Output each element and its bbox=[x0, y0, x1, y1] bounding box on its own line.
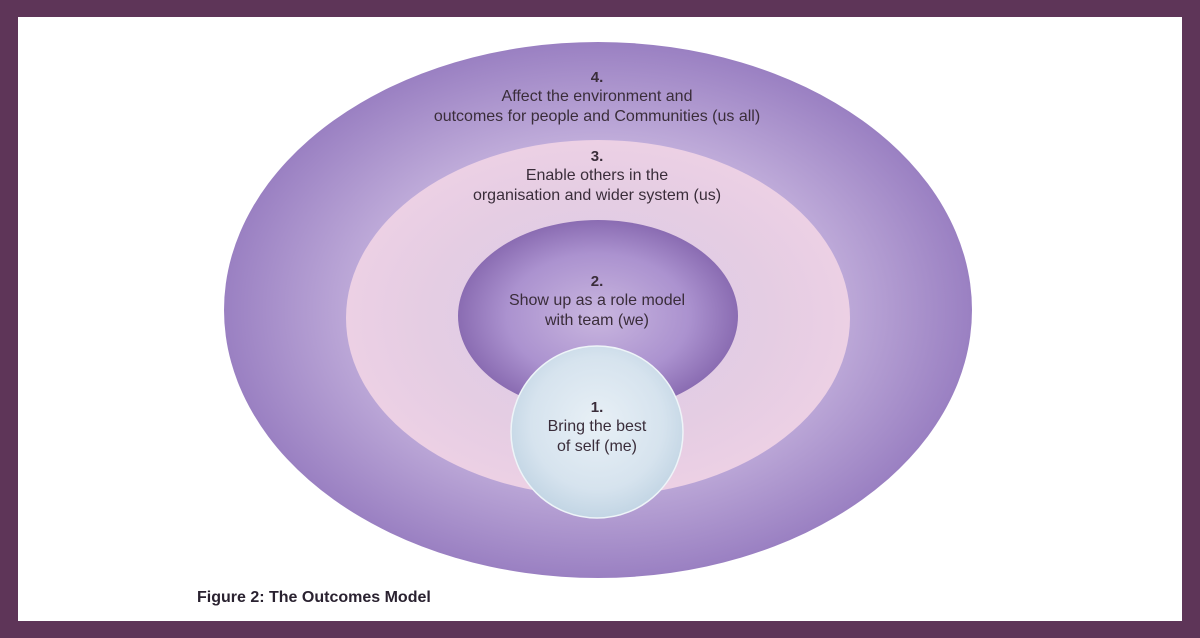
ring-1-text-line2: of self (me) bbox=[556, 438, 638, 455]
ring-3-text-line1: Enable others in the bbox=[525, 167, 669, 184]
ring-4-text-line1: Affect the environment and bbox=[501, 88, 693, 105]
ring-3-number: 3. bbox=[590, 148, 604, 165]
ring-1-shape bbox=[510, 345, 684, 519]
ring-4-text-line2: outcomes for people and Communities (us … bbox=[433, 108, 761, 125]
ring-2-label: 2. Show up as a role model with team (we… bbox=[509, 273, 685, 331]
figure-caption: Figure 2: The Outcomes Model bbox=[197, 589, 431, 606]
ring-1-number: 1. bbox=[590, 399, 604, 416]
ring-4-label: 4. Affect the environment and outcomes f… bbox=[434, 69, 760, 127]
ring-2-text-line1: Show up as a role model bbox=[508, 292, 686, 309]
ring-2-text-line2: with team (we) bbox=[544, 312, 650, 329]
ring-2-shape bbox=[458, 220, 738, 412]
ring-1-label: 1. Bring the best of self (me) bbox=[548, 399, 647, 457]
ring-3-text-line2: organisation and wider system (us) bbox=[472, 187, 722, 204]
ring-4-number: 4. bbox=[590, 69, 604, 86]
ring-2-number: 2. bbox=[590, 273, 604, 290]
ring-1-text-line1: Bring the best bbox=[547, 418, 647, 435]
ring-3-label: 3. Enable others in the organisation and… bbox=[473, 148, 721, 206]
